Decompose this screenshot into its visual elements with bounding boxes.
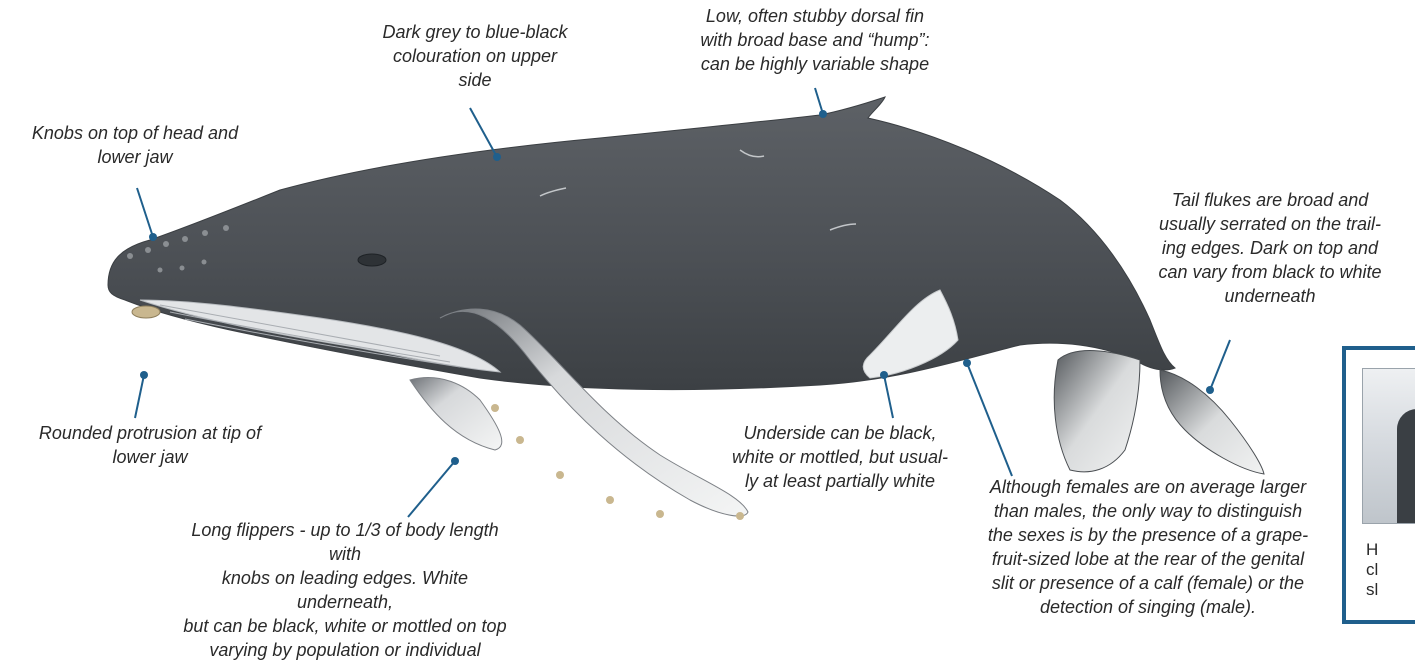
fluke-lower — [1054, 351, 1140, 472]
far-flipper — [410, 378, 502, 450]
annotation-knobs: Knobs on top of head and lower jaw — [0, 121, 270, 169]
inset-photo — [1362, 368, 1415, 524]
annotation-females: Although females are on average larger t… — [948, 475, 1348, 619]
annotation-tail-flukes: Tail flukes are broad and usually serrat… — [1145, 188, 1395, 308]
inset-panel: H cl sl — [1342, 346, 1415, 624]
inset-caption: H cl sl — [1366, 540, 1378, 600]
annotation-underside: Underside can be black, white or mottled… — [710, 421, 970, 493]
annotation-colouration: Dark grey to blue-black colouration on u… — [350, 20, 600, 92]
annotation-flippers: Long flippers - up to 1/3 of body length… — [180, 518, 510, 662]
jaw-protrusion — [132, 306, 160, 318]
whale-eye — [358, 254, 386, 266]
annotation-dorsal-fin: Low, often stubby dorsal fin with broad … — [660, 4, 970, 76]
annotation-jaw-protrusion: Rounded protrusion at tip of lower jaw — [0, 421, 300, 469]
inset-whale-shape — [1397, 409, 1415, 524]
